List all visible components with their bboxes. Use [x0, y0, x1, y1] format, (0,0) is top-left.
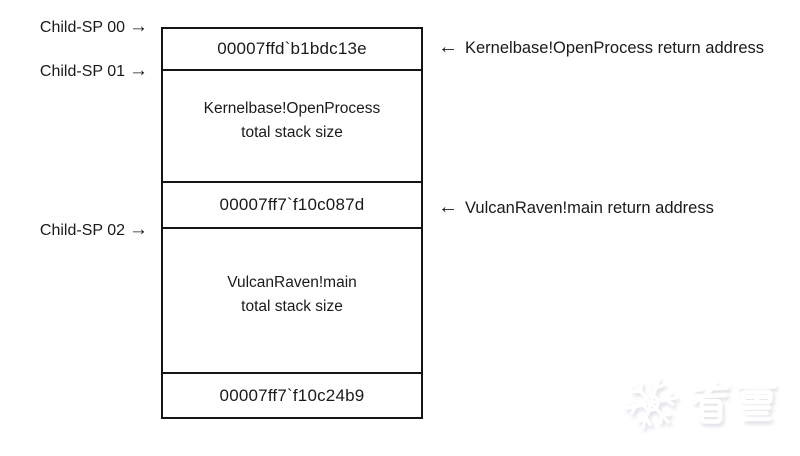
annotation-text: Kernelbase!OpenProcess return address	[465, 39, 764, 57]
stack-memory-box: 00007ffd`b1bdc13e Kernelbase!OpenProcess…	[161, 27, 423, 419]
return-address-value: 00007ff7`f10c24b9	[219, 385, 365, 405]
child-sp-02-label: Child-SP 02→	[0, 218, 148, 242]
left-arrow-icon: ←	[438, 196, 458, 218]
stack-cell-bottom-address: 00007ff7`f10c24b9	[163, 374, 421, 417]
right-arrow-icon: →	[129, 219, 148, 240]
return-address-value: 00007ffd`b1bdc13e	[217, 39, 367, 58]
frame-function-name: VulcanRaven!main	[227, 273, 357, 291]
left-arrow-icon: ←	[438, 36, 458, 58]
child-sp-00-label: Child-SP 00→	[0, 15, 148, 39]
stack-cell-return-address-main: 00007ff7`f10c087d	[163, 183, 421, 229]
stack-cell-return-address-openprocess: 00007ffd`b1bdc13e	[163, 29, 421, 71]
kanxue-char-xue	[737, 384, 777, 422]
child-sp-00-text: Child-SP 00	[39, 19, 125, 36]
frame-function-name: Kernelbase!OpenProcess	[203, 100, 381, 117]
kanxue-watermark	[622, 370, 792, 436]
frame-stack-size-label: total stack size	[241, 124, 343, 141]
annotation-text: VulcanRaven!main return address	[465, 199, 714, 217]
child-sp-01-text: Child-SP 01	[39, 63, 125, 80]
child-sp-02-text: Child-SP 02	[39, 222, 125, 239]
snowflake-icon	[623, 375, 679, 431]
annotation-main-return: ← VulcanRaven!main return address	[438, 194, 714, 220]
return-address-value: 00007ff7`f10c087d	[219, 195, 365, 214]
stack-cell-frame-openprocess: Kernelbase!OpenProcess total stack size	[163, 71, 421, 183]
right-arrow-icon: →	[129, 16, 148, 37]
child-sp-01-label: Child-SP 01→	[0, 59, 148, 83]
annotation-openprocess-return: ← Kernelbase!OpenProcess return address	[438, 34, 764, 60]
stack-cell-frame-main: VulcanRaven!main total stack size	[163, 229, 421, 374]
right-arrow-icon: →	[129, 60, 148, 81]
kanxue-char-kan	[692, 380, 730, 424]
frame-stack-size-label: total stack size	[241, 297, 343, 315]
